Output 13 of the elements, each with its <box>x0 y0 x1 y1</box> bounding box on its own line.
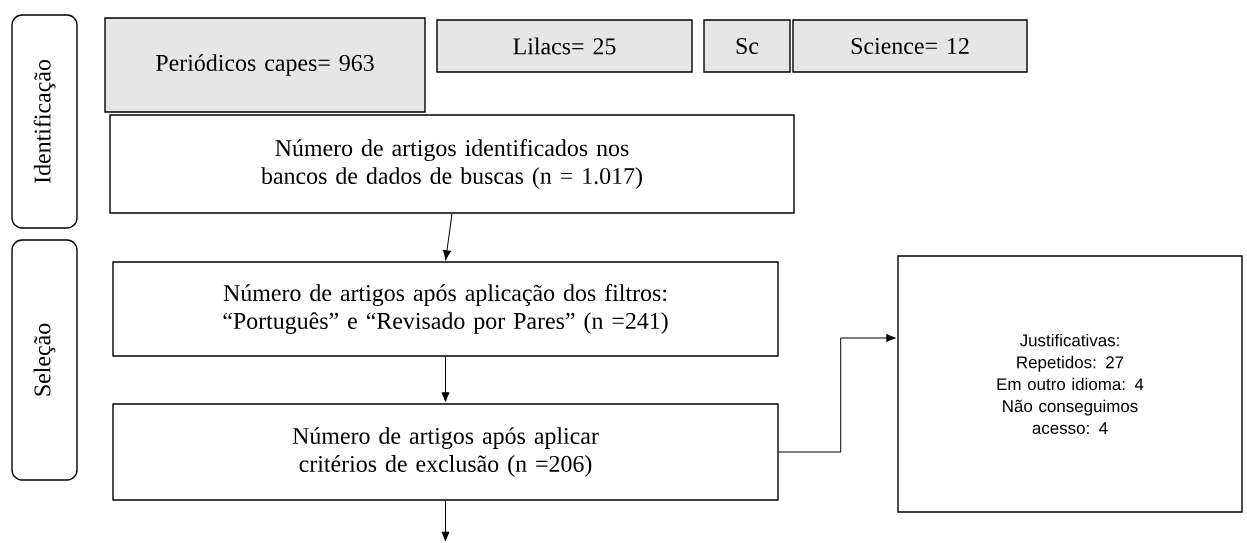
process-box: Número de artigos após aplicar critérios de exclusão (n =206) <box>112 403 779 501</box>
process-box: Número de artigos após aplicação dos filtros: “Português” e “Revisado por Pares” (n =241) <box>112 261 779 357</box>
arrow <box>778 333 896 453</box>
source-box: Lilacs= 25 <box>436 19 693 73</box>
stage-label: Seleção <box>11 239 78 481</box>
note-box: Justificativas: Repetidos: 27 Em outro idioma: 4 Não conseguimos acesso: 4 <box>897 255 1243 513</box>
arrow <box>441 356 450 402</box>
arrow <box>442 213 453 260</box>
process-box: Número de artigos identificados nos bancos de dados de buscas (n = 1.017) <box>109 114 795 214</box>
source-box: Periódicos capes= 963 <box>104 17 426 113</box>
arrow <box>441 500 450 542</box>
source-box: Sc <box>703 19 791 73</box>
stage-label: Identificação <box>11 14 78 229</box>
